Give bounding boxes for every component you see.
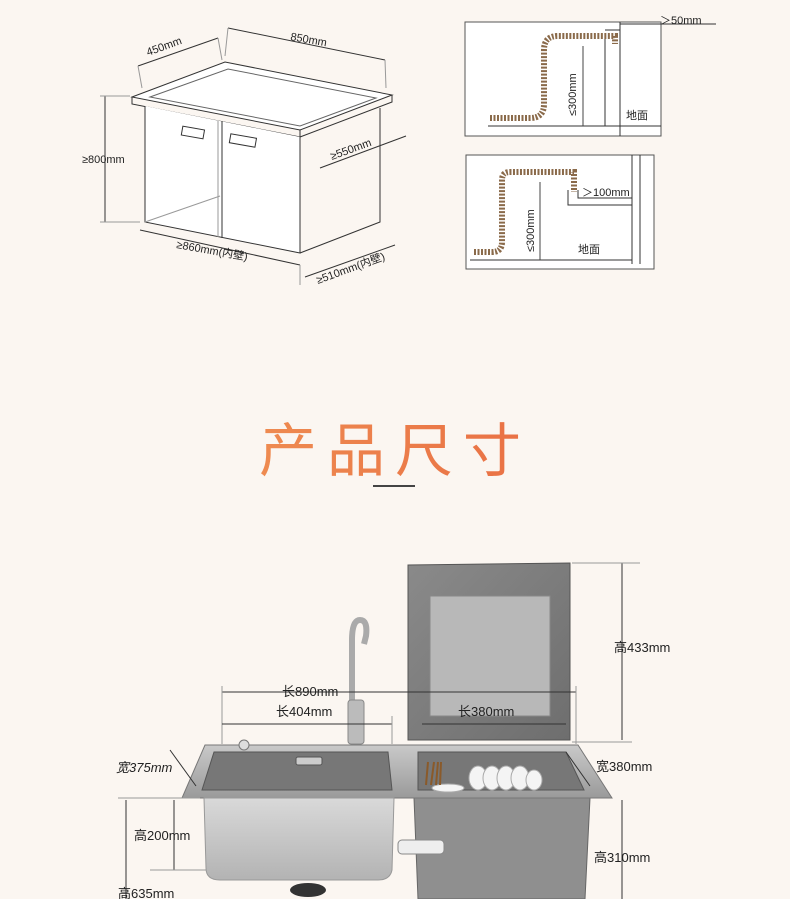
drain-bottom-gap-label: ＞100mm [582, 187, 630, 199]
product-diagram: 长890mm 长404mm 长380mm 高433mm 宽375mm 宽380m… [116, 562, 670, 899]
cabinet-diagram: 450mm 850mm ≥800mm ≥550mm ≥860mm(内壁) ≥51… [82, 27, 407, 287]
sink-length-label: 长404mm [276, 704, 332, 719]
title-divider [373, 485, 415, 487]
dishwasher-length-label: 长380mm [458, 704, 514, 719]
basin-depth-label: 高200mm [134, 828, 190, 843]
drain-top-floor-label: 地面 [626, 109, 648, 122]
cabinet-depth-top-label: 450mm [145, 35, 184, 59]
total-height-label: 高635mm [118, 886, 174, 899]
drain-diagram-bottom: ＞100mm ≤300mm 地面 [465, 154, 655, 270]
cabinet-height-label: ≥800mm [82, 154, 125, 166]
cabinet-width-top-label: 850mm [289, 31, 327, 49]
sink-width-label: 宽375mm [116, 760, 173, 775]
drain-bottom-height-label: ≤300mm [525, 209, 537, 252]
cabinet-inner-width-label: ≥860mm(内壁) [175, 237, 248, 263]
dishwasher-body-height-label: 高310mm [594, 850, 650, 865]
drain-top-height-label: ≤300mm [567, 73, 579, 116]
cabinet-inner-depth-top-label: ≥550mm [329, 137, 373, 163]
drain-bottom-floor-label: 地面 [578, 243, 600, 256]
drain-diagram-top: ＞50mm ≤300mm 地面 [464, 15, 716, 137]
section-title: 产品尺寸 [0, 404, 790, 488]
cabinet-inner-depth-label: ≥510mm(内壁) [314, 249, 386, 287]
dishwasher-height-label: 高433mm [614, 640, 670, 655]
total-length-label: 长890mm [282, 684, 338, 699]
drain-top-gap-label: ＞50mm [660, 15, 702, 27]
dishwasher-width-label: 宽380mm [596, 759, 652, 774]
